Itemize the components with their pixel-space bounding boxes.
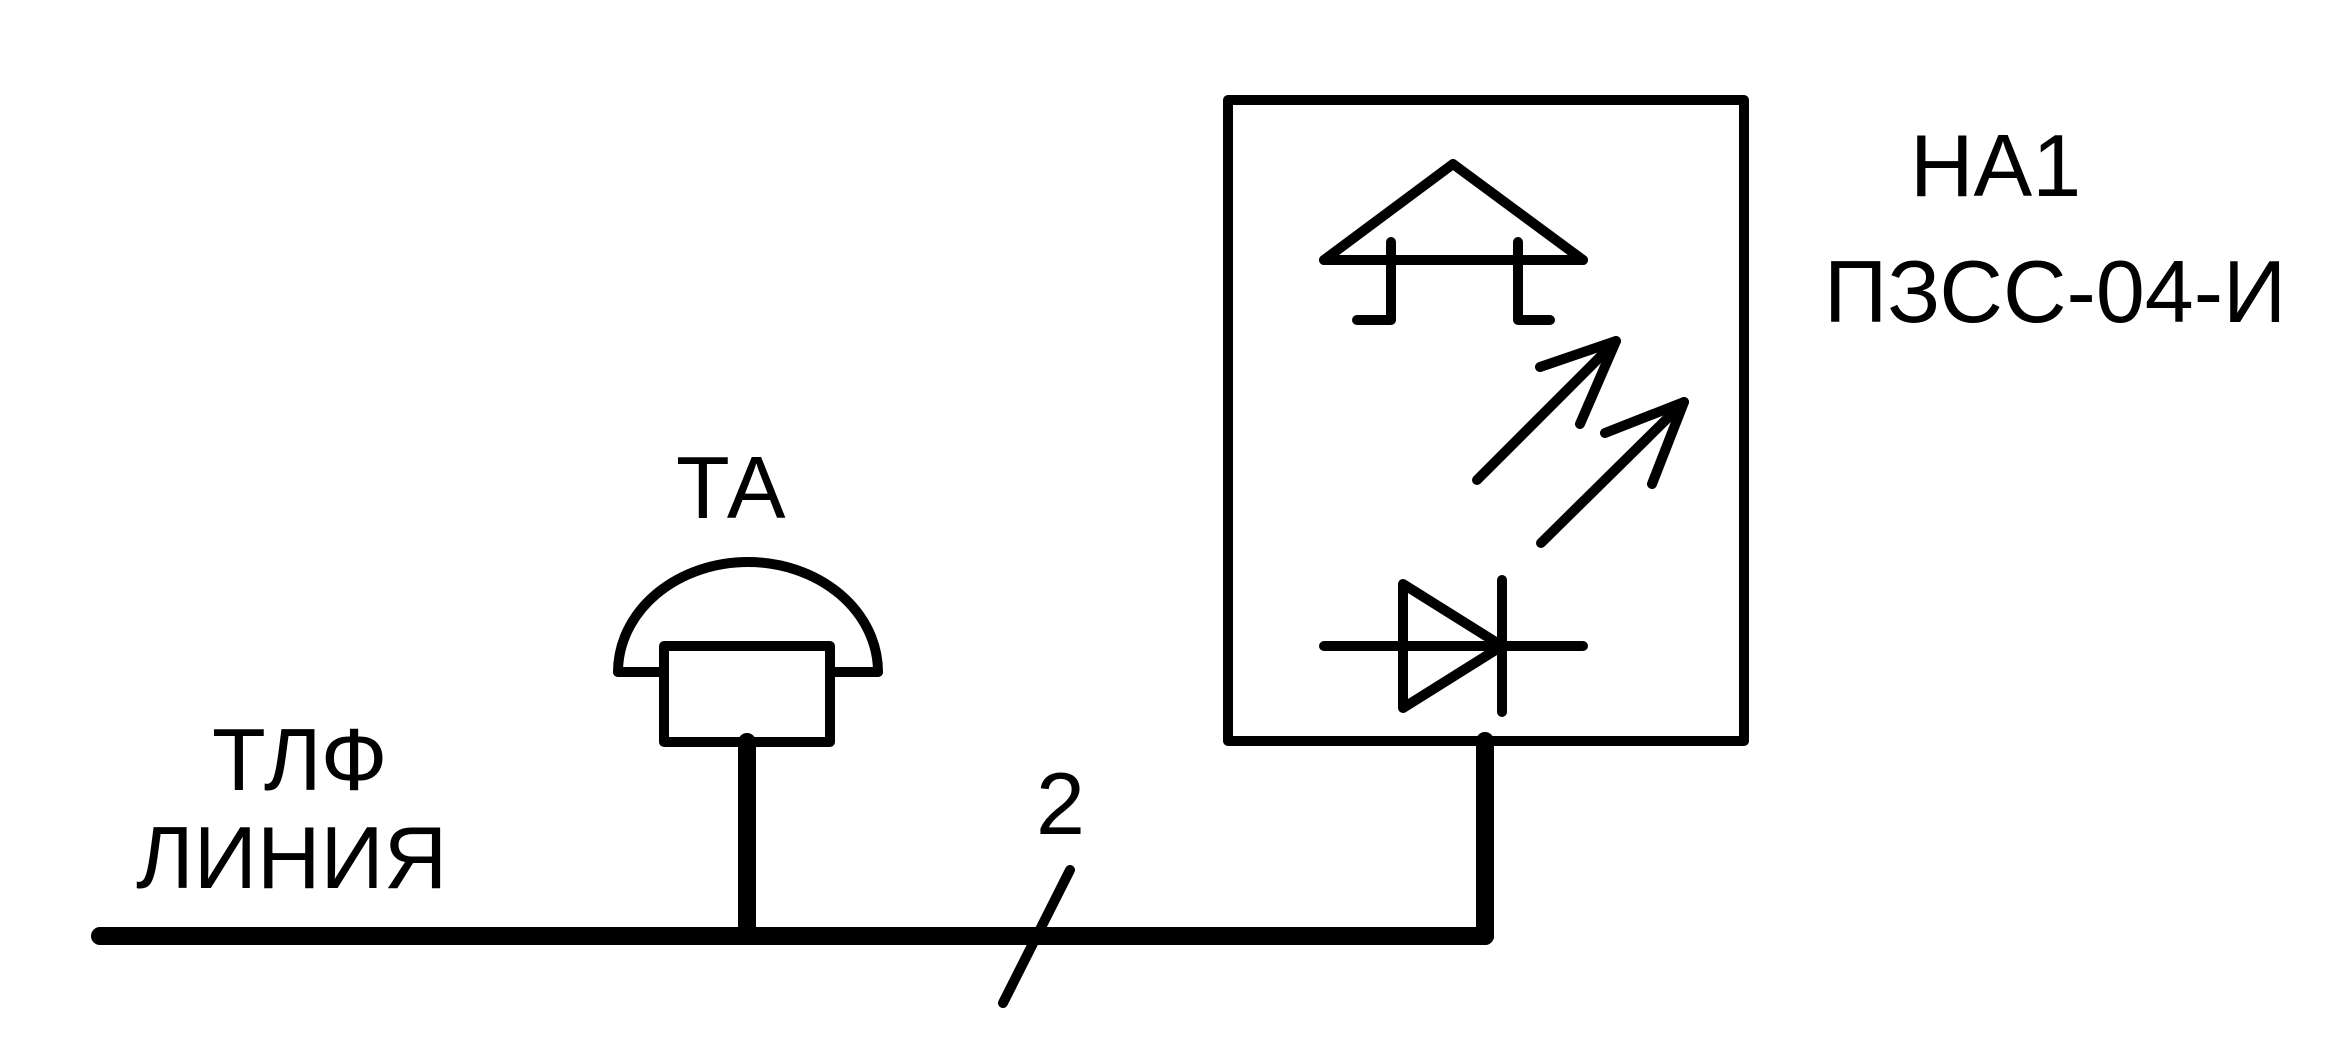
- light-arrow-2-shaft: [1536, 397, 1689, 548]
- wire-count-slash: [998, 865, 1075, 1008]
- wire-count-label: 2: [1036, 754, 1085, 853]
- line-label-bottom: ЛИНИЯ: [136, 808, 447, 907]
- telephone-body: [659, 641, 835, 747]
- annunciator-device: [1223, 95, 1749, 945]
- diode-symbol: [1319, 575, 1588, 717]
- sounder-roof: [1319, 159, 1588, 265]
- sounder-left-leg: [1352, 237, 1396, 325]
- telephone-handset-arc: [613, 557, 883, 677]
- telephone-set-symbol: [613, 557, 883, 945]
- sounder-symbol: [1319, 159, 1588, 325]
- light-arrow-1-head: [1535, 336, 1621, 429]
- sounder-right-leg: [1513, 237, 1555, 325]
- light-arrow-2-head: [1600, 397, 1689, 489]
- telephone-ref-label: ТА: [676, 438, 786, 537]
- light-arrow-1-shaft: [1472, 336, 1621, 485]
- device-ref-label: НА1: [1910, 116, 2081, 215]
- diode-triangle: [1398, 579, 1507, 713]
- line-label-top: ТЛФ: [212, 710, 387, 809]
- light-emission-arrows: [1472, 336, 1689, 548]
- device-terminal-dot: [1477, 733, 1493, 749]
- device-model-label: ПЗСС-04-И: [1824, 242, 2286, 341]
